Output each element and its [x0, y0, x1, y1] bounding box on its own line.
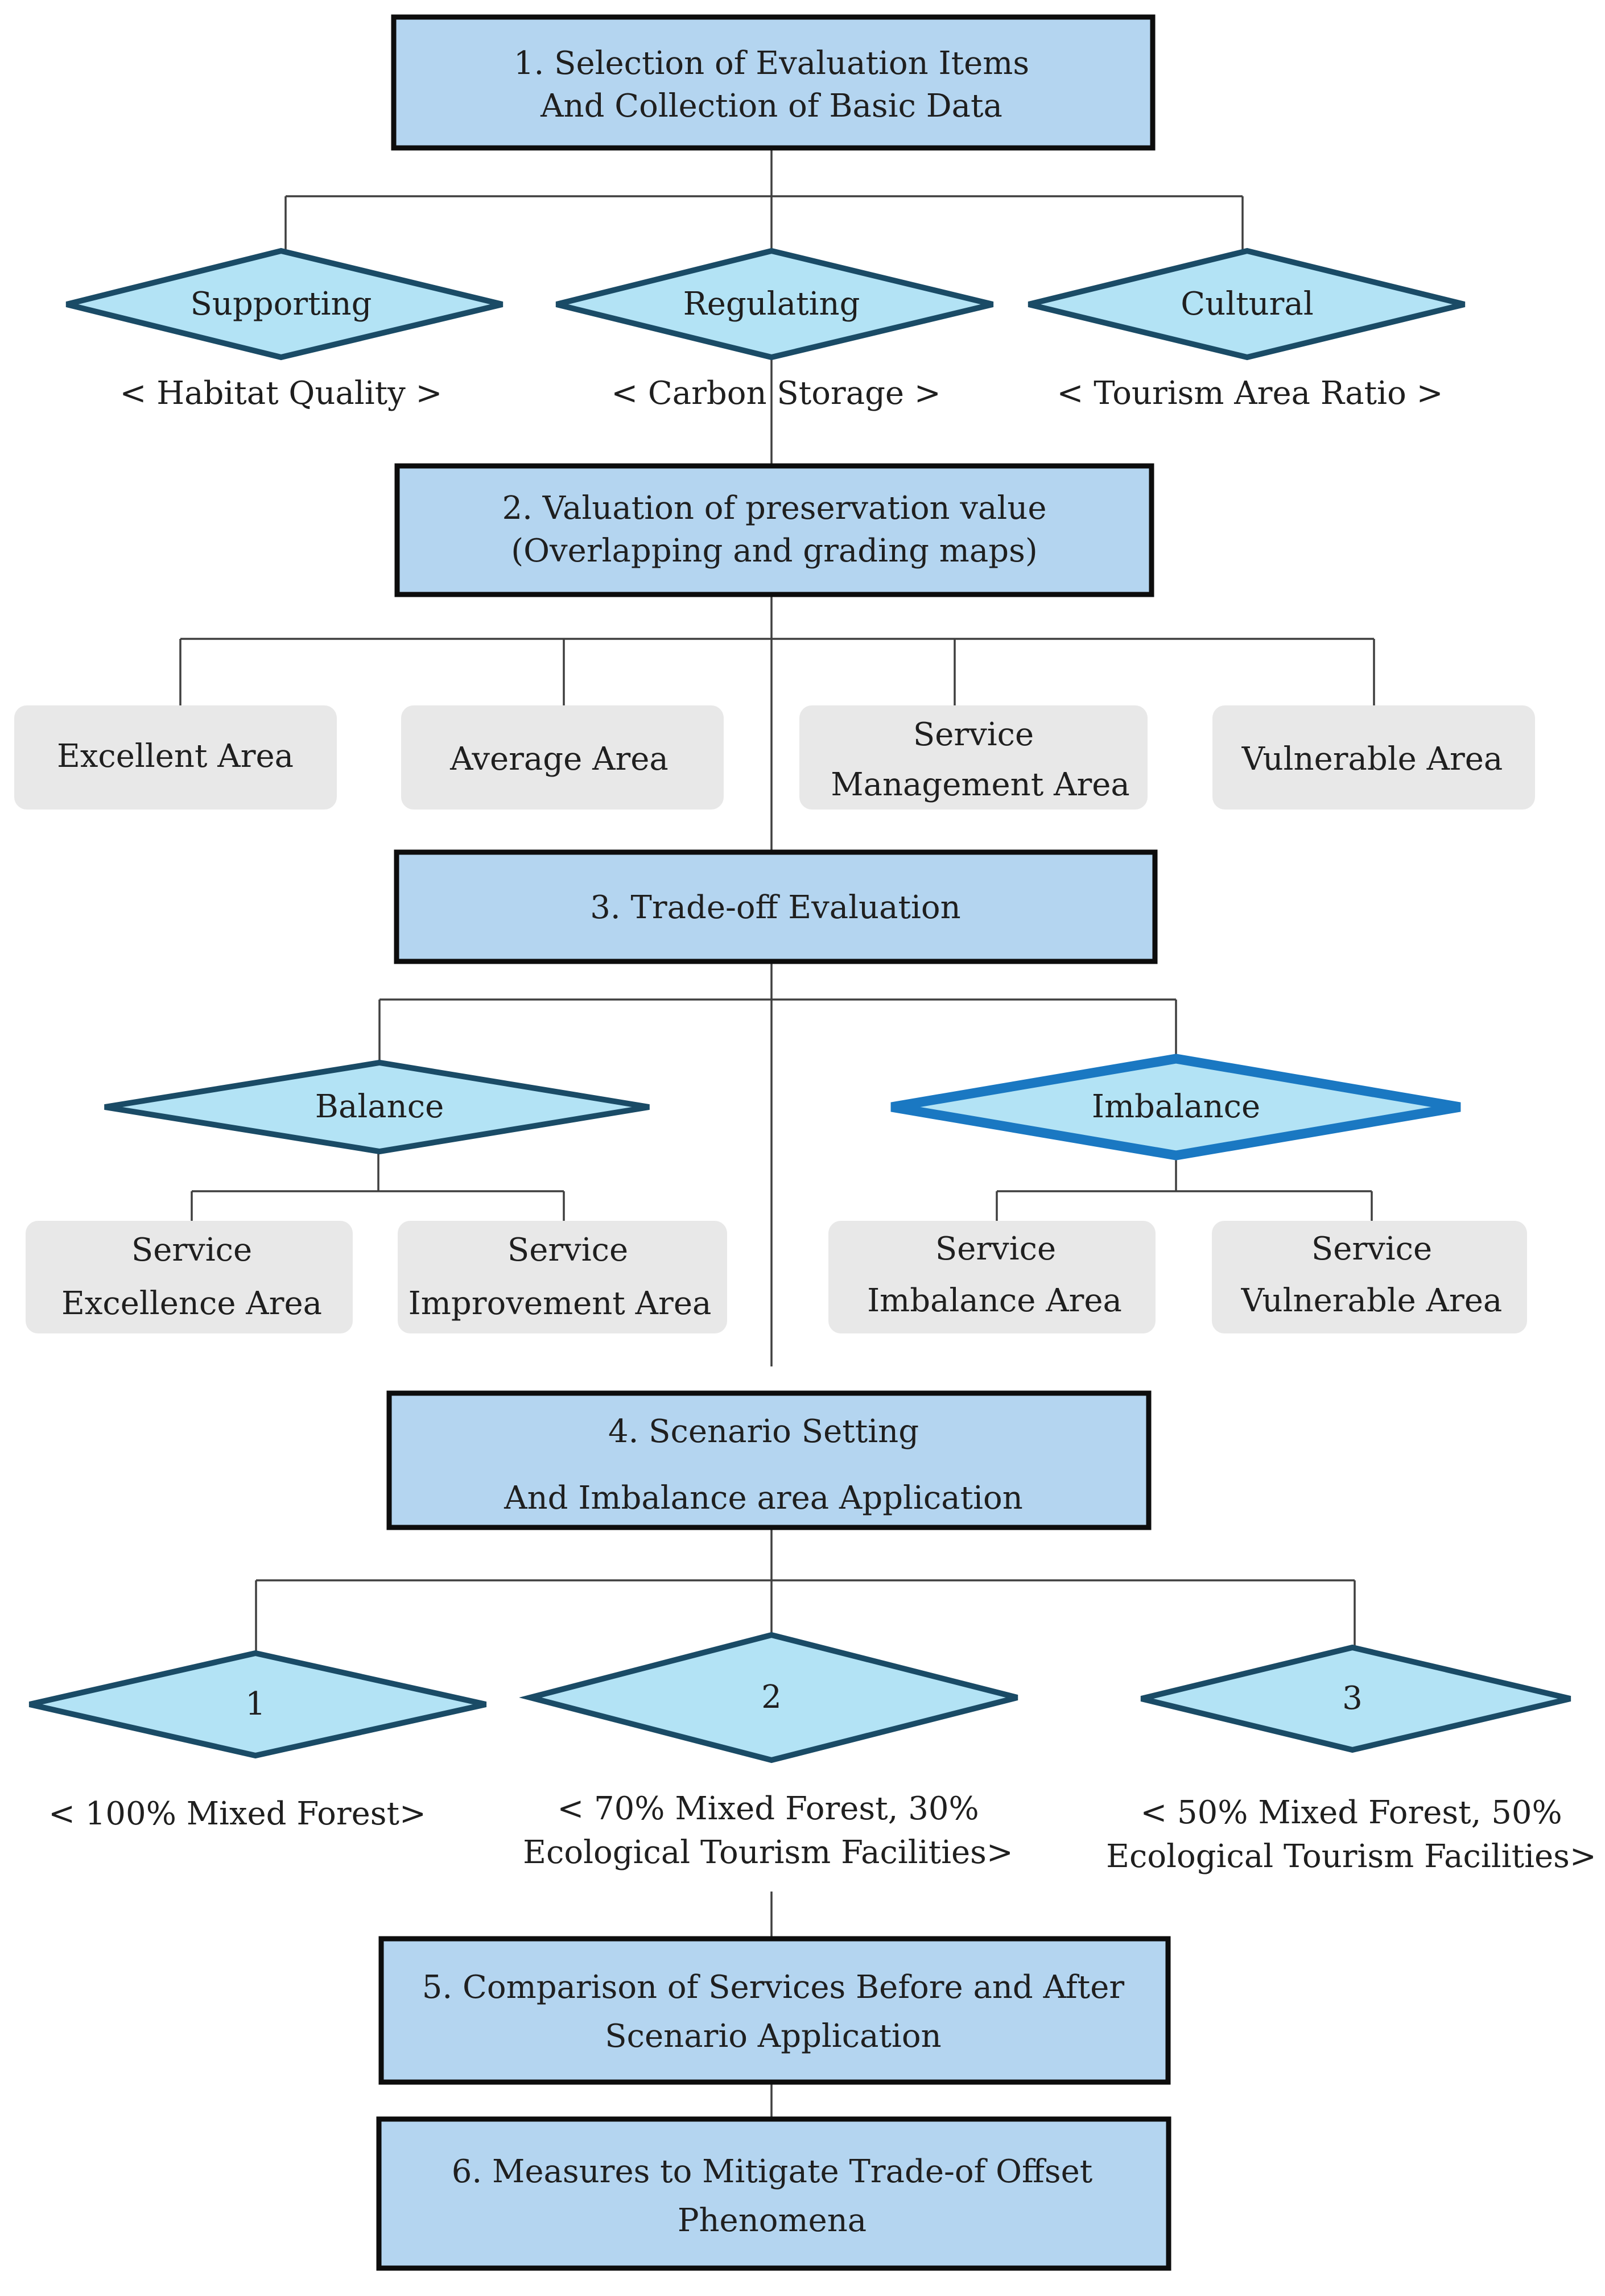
area-service-excellence-line-1: Service	[131, 1232, 252, 1269]
area-service-vulnerable-line-2: Vulnerable Area	[1241, 1282, 1503, 1319]
tradeoff-imbalance: Imbalance	[890, 1054, 1461, 1161]
service-supporting-label: Supporting	[191, 286, 372, 323]
grade-average-label: Average Area	[449, 741, 669, 778]
scenario-2-desc-line-2: Ecological Tourism Facilities>	[523, 1834, 1013, 1871]
step-2-line-2: (Overlapping and grading maps)	[511, 532, 1037, 569]
area-service-excellence: Service Excellence Area	[26, 1221, 353, 1333]
grade-management-area: Service Management Area	[799, 705, 1148, 810]
grade-excellent-area: Excellent Area	[14, 705, 337, 810]
step-4-line-1: 4. Scenario Setting	[608, 1413, 919, 1450]
service-regulating-label: Regulating	[683, 286, 860, 323]
scenario-2-label: 2	[761, 1679, 782, 1716]
indicator-carbon-storage: < Carbon Storage >	[611, 375, 941, 412]
tradeoff-balance-label: Balance	[315, 1088, 444, 1125]
scenario-3: 3	[1140, 1644, 1571, 1753]
step-5-line-1: 5. Comparison of Services Before and Aft…	[422, 1969, 1125, 2006]
step-1-line-1: 1. Selection of Evaluation Items	[514, 45, 1029, 82]
connectors	[179, 148, 1375, 2119]
step-4-box: 4. Scenario Setting And Imbalance area A…	[386, 1390, 1152, 1530]
area-service-excellence-line-2: Excellence Area	[61, 1285, 322, 1322]
area-service-improvement: Service Improvement Area	[398, 1221, 727, 1333]
grade-management-line-2: Management Area	[831, 766, 1130, 803]
area-service-vulnerable: Service Vulnerable Area	[1212, 1221, 1527, 1333]
scenario-1: 1	[28, 1650, 487, 1759]
tradeoff-balance: Balance	[104, 1059, 650, 1155]
area-service-improvement-line-2: Improvement Area	[409, 1285, 712, 1322]
grade-vulnerable-label: Vulnerable Area	[1241, 741, 1503, 778]
step-6-box: 6. Measures to Mitigate Trade-of Offset …	[376, 2116, 1171, 2271]
area-service-imbalance-line-1: Service	[935, 1230, 1056, 1267]
grade-management-line-1: Service	[913, 716, 1034, 753]
scenario-1-desc-line-1: < 100% Mixed Forest>	[48, 1795, 426, 1832]
step-5-box: 5. Comparison of Services Before and Aft…	[378, 1936, 1171, 2085]
step-4-line-2: And Imbalance area Application	[504, 1480, 1023, 1517]
service-cultural: Cultural	[1028, 247, 1466, 361]
service-cultural-label: Cultural	[1181, 286, 1313, 323]
step-3-box: 3. Trade-off Evaluation	[394, 849, 1158, 964]
step-1-line-2: And Collection of Basic Data	[540, 88, 1002, 125]
scenario-1-label: 1	[245, 1686, 266, 1723]
step-3-line-1: 3. Trade-off Evaluation	[590, 889, 960, 926]
area-service-imbalance: Service Imbalance Area	[828, 1221, 1156, 1333]
scenario-2: 2	[519, 1632, 1018, 1764]
service-regulating: Regulating	[555, 247, 994, 361]
service-supporting: Supporting	[65, 247, 504, 361]
grade-excellent-label: Excellent Area	[57, 738, 294, 775]
scenario-3-desc-line-1: < 50% Mixed Forest, 50%	[1140, 1794, 1562, 1831]
step-1-box: 1. Selection of Evaluation Items And Col…	[391, 14, 1156, 151]
step-5-line-2: Scenario Application	[605, 2018, 941, 2055]
scenario-2-desc-line-1: < 70% Mixed Forest, 30%	[557, 1790, 979, 1827]
area-service-imbalance-line-2: Imbalance Area	[867, 1282, 1122, 1319]
step-2-box: 2. Valuation of preservation value (Over…	[394, 463, 1154, 597]
step-2-line-1: 2. Valuation of preservation value	[502, 490, 1046, 527]
area-service-improvement-line-1: Service	[508, 1232, 628, 1269]
indicator-habitat-quality: < Habitat Quality >	[120, 375, 443, 412]
step-6-line-1: 6. Measures to Mitigate Trade-of Offset	[452, 2153, 1093, 2190]
grade-vulnerable-area: Vulnerable Area	[1212, 705, 1535, 810]
scenario-3-desc-line-2: Ecological Tourism Facilities>	[1106, 1838, 1596, 1875]
area-service-vulnerable-line-1: Service	[1311, 1230, 1432, 1267]
grade-average-area: Average Area	[401, 705, 724, 810]
scenario-3-label: 3	[1342, 1680, 1363, 1717]
step-6-line-2: Phenomena	[678, 2202, 867, 2239]
indicator-tourism-area-ratio: < Tourism Area Ratio >	[1057, 375, 1443, 412]
tradeoff-imbalance-label: Imbalance	[1092, 1088, 1260, 1125]
